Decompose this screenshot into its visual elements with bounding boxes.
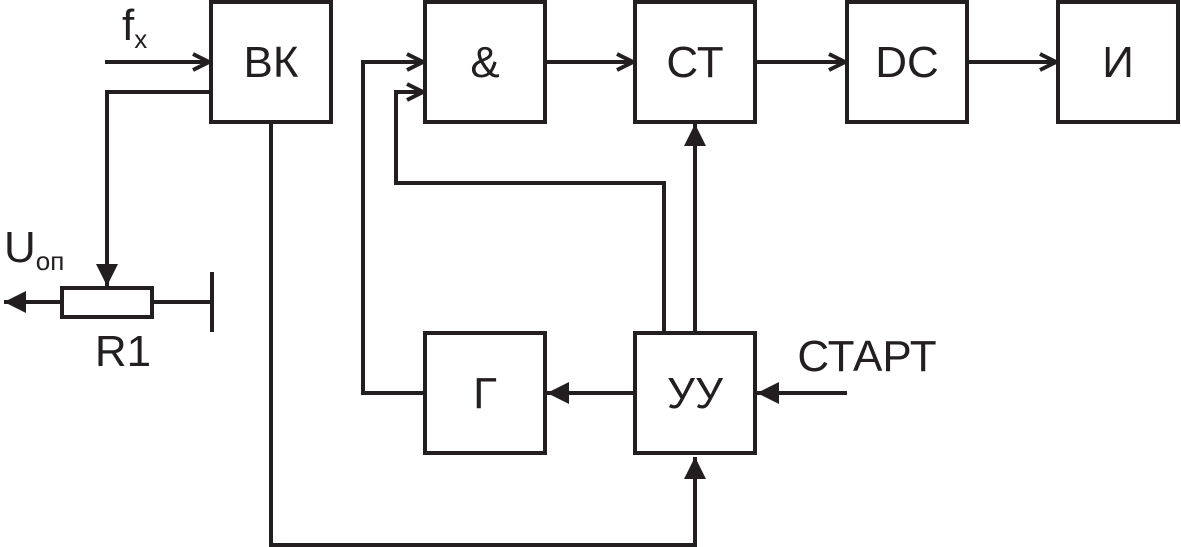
block-i-label: И	[1102, 38, 1134, 87]
block-ct: СТ	[633, 0, 757, 124]
wire-g-to-and	[361, 62, 425, 395]
block-ct-label: СТ	[666, 38, 723, 87]
fx-label: fx	[122, 1, 147, 54]
start-label: СТАРТ	[797, 332, 936, 381]
block-uu: УУ	[633, 331, 757, 455]
block-and-label: &	[470, 38, 499, 87]
block-vk-label: ВК	[244, 38, 299, 87]
block-dc: DC	[845, 0, 969, 124]
block-dc-label: DC	[875, 38, 939, 87]
block-vk: ВК	[209, 0, 333, 124]
uop-label: Uоп	[4, 223, 64, 276]
block-i: И	[1056, 0, 1180, 124]
r1-label: R1	[95, 327, 151, 376]
wire-vk-to-r1	[96, 90, 211, 286]
block-g-label: Г	[473, 369, 497, 418]
block-g: Г	[423, 331, 547, 455]
block-and: &	[423, 0, 547, 124]
resistor-r1	[4, 272, 214, 332]
block-uu-label: УУ	[667, 369, 724, 418]
wire-vk-to-uu	[269, 122, 706, 547]
wire-uu-to-and	[394, 92, 666, 333]
